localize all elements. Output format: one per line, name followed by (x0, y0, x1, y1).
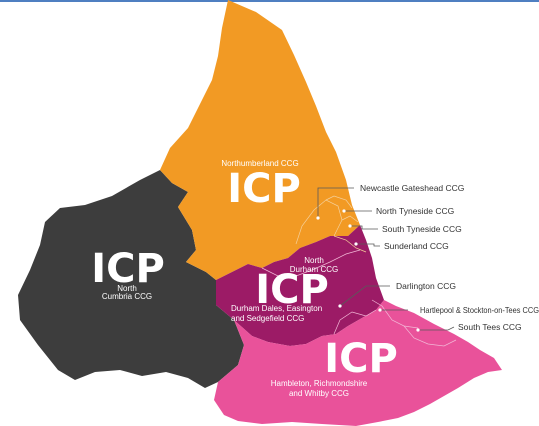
sunderland-marker (354, 242, 358, 246)
north-durham-boundary (261, 249, 361, 277)
northumberland-tyne-wear-region (160, 0, 360, 280)
south-tyneside-marker (348, 224, 352, 228)
hartlepool-stockton-marker (378, 308, 382, 312)
north-cumbria-ccg-label-line2: Cumbria CCG (102, 292, 152, 301)
sunderland-leader (356, 243, 380, 247)
newcastle-gateshead-leader (317, 187, 354, 218)
icp-label-north-cumbria: ICP (91, 246, 165, 292)
south-tyneside-ccg-label: South Tyneside CCG (382, 224, 462, 234)
darlington-leader (339, 285, 390, 307)
hartlepool-stockton-ccg-label: Hartlepool & Stockton-on-Tees CCG (420, 305, 539, 315)
south-tyneside-boundary (341, 215, 359, 223)
north-cumbria-region (18, 170, 244, 388)
durham-dales-ccg-label-line1: Durham Dales, Easington (231, 304, 322, 313)
darlington-ccg-label: Darlington CCG (396, 281, 456, 291)
top-accent-bar (0, 0, 539, 2)
hambleton-ccg-label-line1: Hambleton, Richmondshire (271, 379, 368, 388)
north-cumbria-ccg-label-line1: North (117, 284, 137, 293)
south-tees-boundary (403, 325, 457, 347)
north-tyneside-ccg-label: North Tyneside CCG (376, 206, 454, 216)
icp-label-durham-tees-valley: ICP (255, 267, 329, 313)
durham-tees-valley-region (216, 225, 384, 346)
south-tees-leader (418, 326, 455, 331)
newcastle-gateshead-marker (316, 216, 320, 220)
darlington-marker (338, 304, 342, 308)
south-tees-marker (416, 328, 420, 332)
sunderland-boundary (333, 235, 367, 253)
north-tyneside-boundary (325, 195, 353, 209)
north-durham-ccg-label-line1: North (304, 256, 324, 265)
south-tyneside-leader (350, 225, 378, 230)
north-tyneside-marker (342, 209, 346, 213)
icp-label-northumberland-tyne-wear: ICP (227, 166, 301, 212)
newcastle-gateshead-ccg-label: Newcastle Gateshead CCG (360, 183, 464, 193)
icp-label-north-yorkshire-tees: ICP (324, 336, 398, 382)
northumberland-ccg-label: Northumberland CCG (221, 159, 298, 168)
durham-dales-ccg-label-line2: and Sedgefield CCG (231, 314, 304, 323)
hambleton-ccg-label-line2: and Whitby CCG (289, 389, 349, 398)
hartlepool-stockton-boundary (371, 299, 419, 329)
north-yorkshire-tees-region (214, 300, 502, 426)
south-tees-ccg-label: South Tees CCG (458, 322, 522, 332)
darlington-boundary (333, 309, 377, 335)
north-durham-ccg-label-line2: Durham CCG (290, 265, 338, 274)
sunderland-ccg-label: Sunderland CCG (384, 241, 449, 251)
